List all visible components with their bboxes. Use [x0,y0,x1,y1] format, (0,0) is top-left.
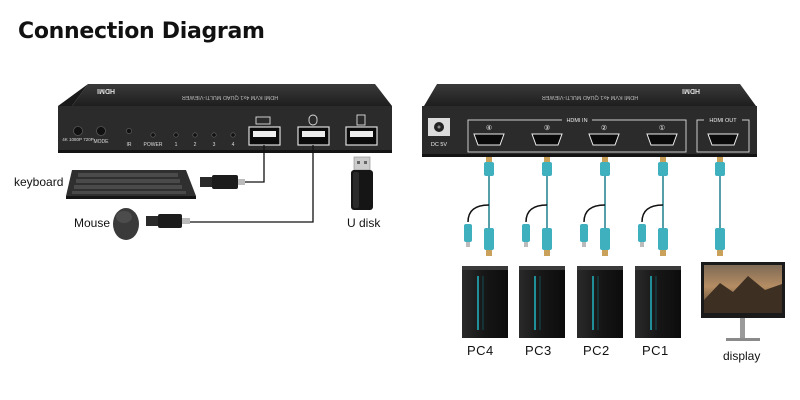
pc1-tower [635,266,681,338]
pc3-label: PC3 [525,343,552,358]
front-indicators: IR POWER 1 2 3 4 [126,128,236,148]
usb-port-udisk[interactable] [345,114,378,146]
hdmi-in-label: HDMI IN [566,118,587,124]
port-number-1: ① [659,124,665,132]
led-label-3: 3 [213,142,216,148]
front-model-text: HDMI KVM 4x1 QUAD MULTI-VIEWER [182,94,278,100]
front-brand-logo: HDMI [97,87,115,94]
mouse-image [113,208,190,240]
power-label: POWER [144,142,163,148]
hdmi-in-port-4[interactable]: ④ [473,124,505,146]
port-number-3: ③ [544,124,550,132]
kvm-rear-panel: HDMI KVM 4x1 QUAD MULTI-VIEWER HDMI [422,84,757,157]
keyboard-label: keyboard [14,175,64,189]
front-button-mode[interactable]: MODE [94,126,110,146]
pc4-tower [462,266,508,338]
hdmi-in-port-3[interactable]: ③ [531,124,563,146]
hdmi-plugs [464,157,725,256]
keyboard-cable [243,145,265,183]
ir-label: IR [127,142,132,148]
udisk-image [351,156,373,210]
udisk-port-icon [356,114,366,126]
dc-5v-label: DC 5V [431,142,448,148]
mouse-port-icon [308,114,318,126]
port-number-4: ④ [486,124,492,132]
page-title: Connection Diagram [18,19,265,44]
pc3-tower [519,266,565,338]
dc-power-jack[interactable]: DC 5V [428,118,450,148]
led-label-1: 1 [175,142,178,148]
port-number-2: ② [601,124,607,132]
hdmi-in-port-1[interactable]: ① [646,124,678,146]
hdmi-out-port[interactable] [707,133,739,146]
display-monitor [701,262,785,341]
pc2-tower [577,266,623,338]
mouse-label: Mouse [74,216,111,230]
hdmi-cables [467,176,721,228]
mode-button-label: MODE [94,139,110,145]
mouse-cable [190,145,314,223]
front-button-resolution[interactable]: 4K 1080P 720P [62,126,94,143]
hdmi-in-port-2[interactable]: ② [588,124,620,146]
rear-model-text: HDMI KVM 4x1 QUAD MULTI-VIEWER [542,94,638,100]
resolution-button-label: 4K 1080P 720P [62,137,93,142]
keyboard-port-icon [255,116,271,125]
usb-port-mouse[interactable] [297,114,330,146]
udisk-label: U disk [347,216,381,230]
kvm-front-panel: HDMI KVM 4x1 QUAD MULTI-VIEWER HDMI [58,84,392,153]
pc4-label: PC4 [467,343,494,358]
hdmi-out-label: HDMI OUT [709,118,737,124]
pc2-label: PC2 [583,343,610,358]
display-label: display [723,349,761,363]
pc1-label: PC1 [642,343,669,358]
rear-brand-logo: HDMI [682,87,700,94]
keyboard-image [66,170,245,199]
led-label-2: 2 [194,142,197,148]
led-label-4: 4 [232,142,235,148]
